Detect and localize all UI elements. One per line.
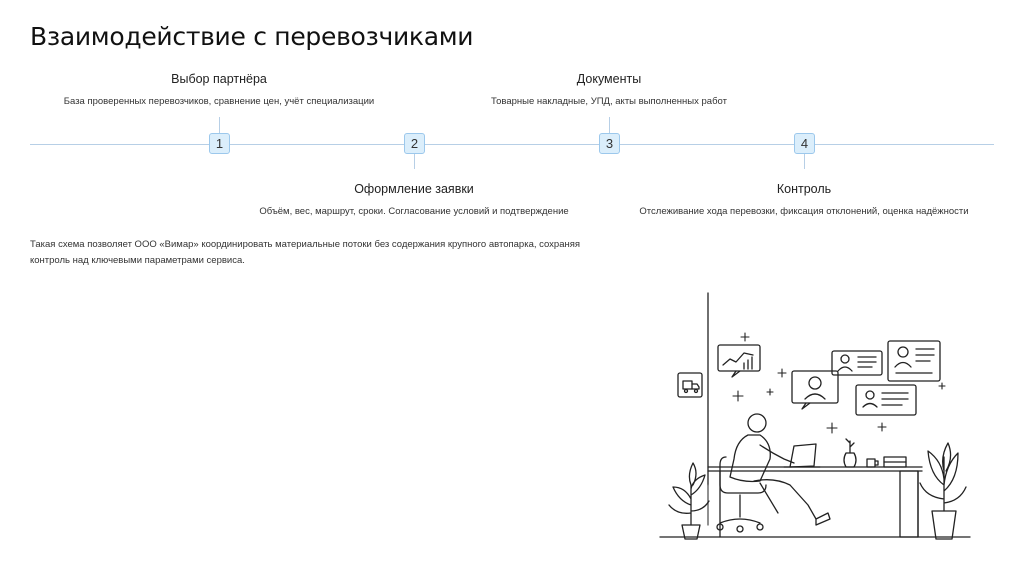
step-4-badge: 4 [794,133,815,154]
step-4-title: Контроль [634,182,974,196]
step-1-connector [219,117,220,133]
step-1-badge: 1 [209,133,230,154]
profile-card-3-icon [792,371,838,409]
office-illustration [620,285,1020,574]
office-chair-icon [717,457,766,532]
delivery-card-icon [678,373,702,397]
step-1-description: База проверенных перевозчиков, сравнение… [19,96,419,107]
books-icon [884,457,906,467]
chart-card-icon [718,345,760,377]
timeline-line [30,144,994,145]
step-4-description: Отслеживание хода перевозки, фиксация от… [604,206,1004,217]
left-plant-icon [669,463,709,539]
summary-text: Такая схема позволяет ООО «Вимар» коорди… [30,237,590,269]
step-2-badge: 2 [404,133,425,154]
step-2-connector [414,153,415,169]
right-plant-icon [920,443,966,539]
profile-card-1-icon [832,351,882,375]
page-title: Взаимодействие с перевозчиками [30,22,473,51]
profile-card-2-icon [888,341,940,381]
laptop-icon [784,444,820,467]
step-2-title: Оформление заявки [244,182,584,196]
step-4-connector [804,153,805,169]
person-icon [730,414,830,525]
vase-icon [844,439,856,467]
step-2-description: Объём, вес, маршрут, сроки. Согласование… [214,206,614,217]
step-3-connector [609,117,610,133]
mug-icon [867,459,878,467]
step-1-title: Выбор партнёра [49,72,389,86]
step-3-description: Товарные накладные, УПД, акты выполненны… [409,96,809,107]
profile-card-4-icon [856,385,916,415]
step-3-title: Документы [439,72,779,86]
step-3-badge: 3 [599,133,620,154]
